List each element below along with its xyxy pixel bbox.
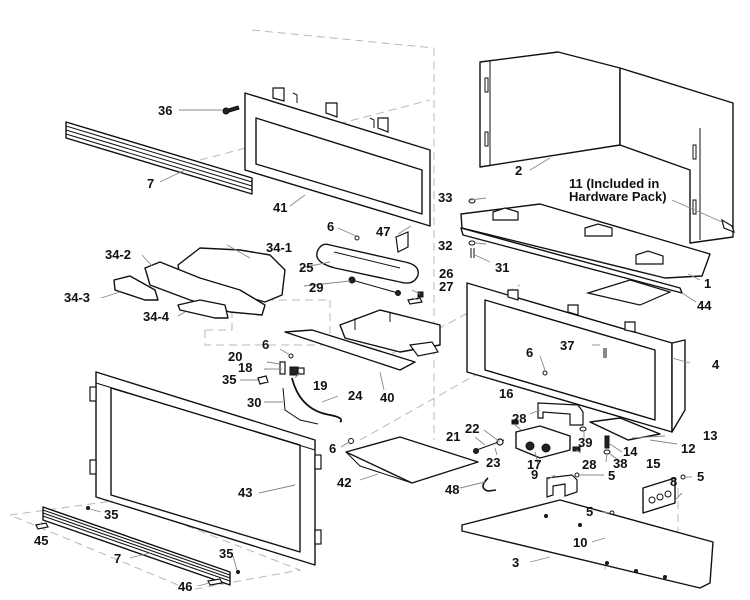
label-20: 20 bbox=[228, 349, 242, 364]
label-2: 2 bbox=[515, 163, 522, 178]
part-17-gas-valve bbox=[515, 425, 571, 459]
label-41: 41 bbox=[273, 200, 287, 215]
part-40-burner-base bbox=[284, 309, 441, 371]
label-22: 22 bbox=[465, 421, 479, 436]
label-5-c: 5 bbox=[586, 504, 593, 519]
label-29: 29 bbox=[309, 280, 323, 295]
label-11-line2: Hardware Pack) bbox=[569, 189, 667, 204]
part-7-upper-rail bbox=[65, 121, 253, 195]
label-37: 37 bbox=[560, 338, 574, 353]
label-4: 4 bbox=[712, 357, 720, 372]
label-6-pilot: 6 bbox=[262, 337, 269, 352]
label-44: 44 bbox=[697, 298, 712, 313]
label-35-lower: 35 bbox=[219, 546, 233, 561]
label-24: 24 bbox=[348, 388, 363, 403]
label-32: 32 bbox=[438, 238, 452, 253]
part-2-rear-shield bbox=[479, 51, 734, 244]
part-4-firebox bbox=[466, 279, 686, 433]
part-3-base-plate bbox=[461, 499, 714, 589]
label-27: 27 bbox=[439, 279, 453, 294]
label-18: 18 bbox=[238, 360, 252, 375]
label-43: 43 bbox=[238, 485, 252, 500]
label-8: 8 bbox=[670, 474, 677, 489]
label-15: 15 bbox=[646, 456, 660, 471]
valve-fittings bbox=[473, 419, 611, 455]
label-10: 10 bbox=[573, 535, 587, 550]
part-34-4-log bbox=[177, 299, 229, 319]
parts-45-46-35-clips bbox=[35, 506, 240, 586]
label-17: 17 bbox=[527, 457, 541, 472]
label-28-bottom: 28 bbox=[582, 457, 596, 472]
part-13-plate bbox=[589, 417, 661, 441]
label-34-4: 34-4 bbox=[143, 309, 170, 324]
part-34-2-log bbox=[144, 261, 266, 316]
part-labels: 36 7 41 2 11 (Included in Hardware Pack)… bbox=[34, 103, 720, 594]
label-9: 9 bbox=[531, 467, 538, 482]
part-7-lower-rail bbox=[42, 506, 231, 586]
part-8-bracket bbox=[642, 477, 676, 514]
label-5-a: 5 bbox=[608, 468, 615, 483]
label-35-pilot: 35 bbox=[222, 372, 236, 387]
part-36-screw bbox=[222, 105, 240, 115]
label-31: 31 bbox=[495, 260, 509, 275]
label-36: 36 bbox=[158, 103, 172, 118]
part-34-3-log bbox=[113, 275, 159, 301]
label-30: 30 bbox=[247, 395, 261, 410]
part-29-orifice bbox=[348, 276, 401, 296]
label-39: 39 bbox=[578, 435, 592, 450]
part-25-burner-tube bbox=[316, 243, 419, 284]
part-42-deflector bbox=[345, 436, 479, 484]
part-41-front-frame bbox=[244, 87, 431, 227]
part-43-glass-frame bbox=[89, 371, 322, 566]
label-14: 14 bbox=[623, 444, 638, 459]
label-34-2: 34-2 bbox=[105, 247, 131, 262]
label-13: 13 bbox=[703, 428, 717, 443]
label-40: 40 bbox=[380, 390, 394, 405]
part-24-wire bbox=[291, 377, 343, 423]
label-3: 3 bbox=[512, 555, 519, 570]
pilot-assembly bbox=[257, 361, 305, 385]
label-21: 21 bbox=[446, 429, 460, 444]
label-6-burner: 6 bbox=[327, 219, 334, 234]
parts-31-32-33-fasteners bbox=[468, 198, 476, 258]
label-48: 48 bbox=[445, 482, 459, 497]
part-11-clip bbox=[721, 218, 735, 234]
label-33: 33 bbox=[438, 190, 452, 205]
label-6-deflector: 6 bbox=[329, 441, 336, 456]
part-48-jumper-wire bbox=[482, 477, 497, 492]
part-37-bolt bbox=[603, 348, 607, 358]
label-5-b: 5 bbox=[697, 469, 704, 484]
part-16-bracket bbox=[537, 402, 584, 426]
part-30-thermocouple bbox=[282, 387, 319, 425]
label-35-upper: 35 bbox=[104, 507, 118, 522]
label-28-top: 28 bbox=[512, 411, 526, 426]
label-12: 12 bbox=[681, 441, 695, 456]
label-26: 26 bbox=[439, 266, 453, 281]
label-25: 25 bbox=[299, 260, 313, 275]
part-47-bracket bbox=[395, 231, 409, 253]
label-7-upper: 7 bbox=[147, 176, 154, 191]
label-19: 19 bbox=[313, 378, 327, 393]
label-42: 42 bbox=[337, 475, 351, 490]
label-45: 45 bbox=[34, 533, 48, 548]
leader-lines bbox=[39, 109, 723, 587]
label-7-lower: 7 bbox=[114, 551, 121, 566]
label-46: 46 bbox=[178, 579, 192, 594]
label-47: 47 bbox=[376, 224, 390, 239]
part-9-bracket bbox=[546, 474, 578, 498]
label-38: 38 bbox=[613, 456, 627, 471]
label-6-firebox: 6 bbox=[526, 345, 533, 360]
part-6-screws bbox=[288, 235, 548, 444]
label-1: 1 bbox=[704, 276, 711, 291]
label-11-line1: 11 (Included in bbox=[569, 176, 659, 191]
label-34-1: 34-1 bbox=[266, 240, 292, 255]
label-23: 23 bbox=[486, 455, 500, 470]
label-16: 16 bbox=[499, 386, 513, 401]
label-34-3: 34-3 bbox=[64, 290, 90, 305]
parts-26-27 bbox=[407, 291, 424, 305]
